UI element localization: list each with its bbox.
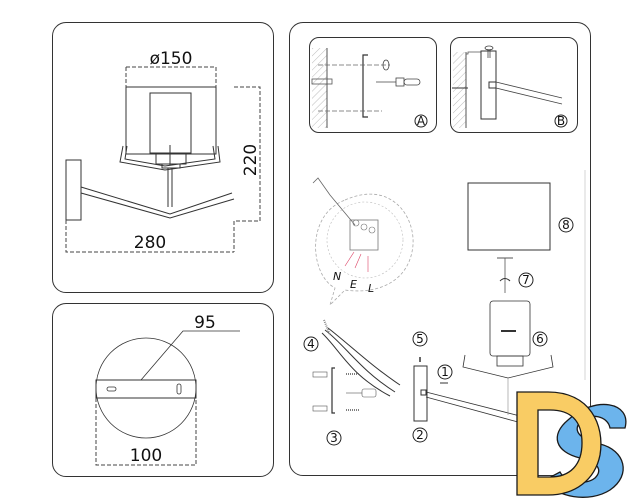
svg-text:6: 6 bbox=[536, 332, 544, 346]
svg-text:7: 7 bbox=[522, 273, 530, 287]
step-5-callout: 5 bbox=[412, 331, 428, 347]
backplate-panel bbox=[52, 303, 274, 477]
inset-b-label: B bbox=[557, 114, 565, 128]
step-4-callout: 4 bbox=[303, 336, 319, 352]
plate-diameter-label: 100 bbox=[130, 446, 162, 466]
step-7-callout: 7 bbox=[518, 272, 534, 288]
svg-text:2: 2 bbox=[416, 428, 424, 442]
step-8-callout: 8 bbox=[558, 217, 574, 233]
svg-text:8: 8 bbox=[562, 218, 570, 232]
svg-text:4: 4 bbox=[307, 337, 315, 351]
step-1-callout: 1 bbox=[437, 364, 453, 380]
shade-diameter-label: ø150 bbox=[150, 49, 193, 69]
svg-text:5: 5 bbox=[416, 332, 424, 346]
width-label: 280 bbox=[134, 233, 166, 253]
wire-label-l: L bbox=[368, 282, 374, 295]
step-3-callout: 3 bbox=[326, 430, 342, 446]
wire-label-e: E bbox=[350, 278, 357, 291]
mount-spacing-label: 95 bbox=[194, 313, 216, 333]
wire-label-n: N bbox=[333, 270, 341, 283]
step-6-callout: 6 bbox=[532, 331, 548, 347]
step-2-callout: 2 bbox=[412, 427, 428, 443]
inset-a-label: A bbox=[417, 114, 426, 128]
height-label: 220 bbox=[241, 144, 261, 176]
svg-text:1: 1 bbox=[441, 365, 449, 379]
svg-text:3: 3 bbox=[330, 431, 338, 445]
